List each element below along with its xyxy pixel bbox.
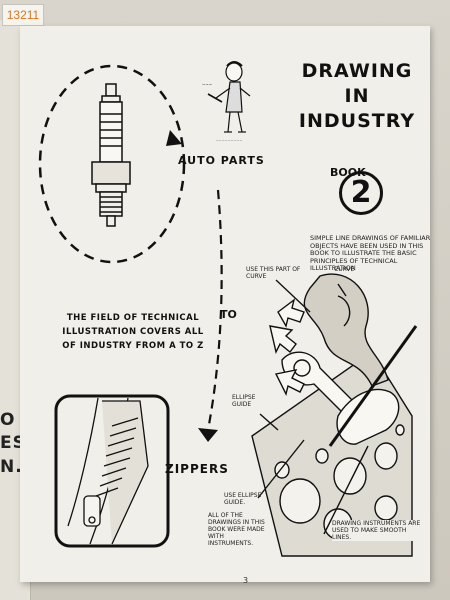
- back-page-text-1: O: [0, 410, 16, 430]
- title-line-2: IN: [344, 85, 370, 107]
- callout-use-curve: USE THIS PART OF CURVE: [246, 266, 301, 280]
- inventory-sticker: 13211: [2, 4, 44, 26]
- zippers-label: ZIPPERS: [165, 462, 229, 476]
- auto-parts-label: AUTO PARTS: [178, 154, 265, 167]
- document-page: ~~~ ~~~~~~~~~: [20, 26, 430, 585]
- illustrations: ~~~ ~~~~~~~~~: [38, 61, 418, 557]
- field-of-illustration-text: THE FIELD OF TECHNICAL ILLUSTRATION COVE…: [62, 313, 204, 351]
- spark-plug-dashed-oval: [38, 64, 186, 264]
- title-line-3: INDUSTRY: [298, 110, 416, 132]
- callout-curve: CURVE: [334, 266, 355, 273]
- callout-use-ellipse: USE ELLIPSE GUIDE.: [224, 492, 262, 506]
- draftsman-cartoon: ~~~ ~~~~~~~~~: [202, 61, 251, 143]
- to-label: TO: [220, 308, 237, 321]
- svg-text:~~~: ~~~: [202, 82, 212, 87]
- a-to-z-arrowhead: [198, 428, 218, 442]
- a-to-z-dashed-path: [206, 189, 223, 431]
- back-page-text-3: N.: [0, 457, 23, 477]
- page-number: 3: [243, 576, 249, 585]
- zipper-frame: [54, 394, 170, 548]
- spark-plug-icon: [91, 83, 131, 227]
- zipper-icon: [67, 397, 149, 545]
- title-line-1: DRAWING: [301, 60, 413, 82]
- callout-ellipse-guide: ELLIPSE GUIDE: [232, 394, 256, 408]
- drafting-illustration: [251, 273, 418, 557]
- book-number-badge: 2: [339, 171, 383, 215]
- intro-text: SIMPLE LINE DRAWINGS OF FAMILIAR OBJECTS…: [310, 234, 431, 272]
- back-page-text-2: ES: [0, 433, 26, 453]
- svg-text:~~~~~~~~~: ~~~~~~~~~: [216, 139, 242, 143]
- callout-instruments: DRAWING INSTRUMENTS ARE USED TO MAKE SMO…: [332, 520, 424, 541]
- callout-all-drawings: ALL OF THE DRAWINGS IN THIS BOOK WERE MA…: [208, 512, 265, 547]
- oval-arrowhead: [166, 130, 182, 146]
